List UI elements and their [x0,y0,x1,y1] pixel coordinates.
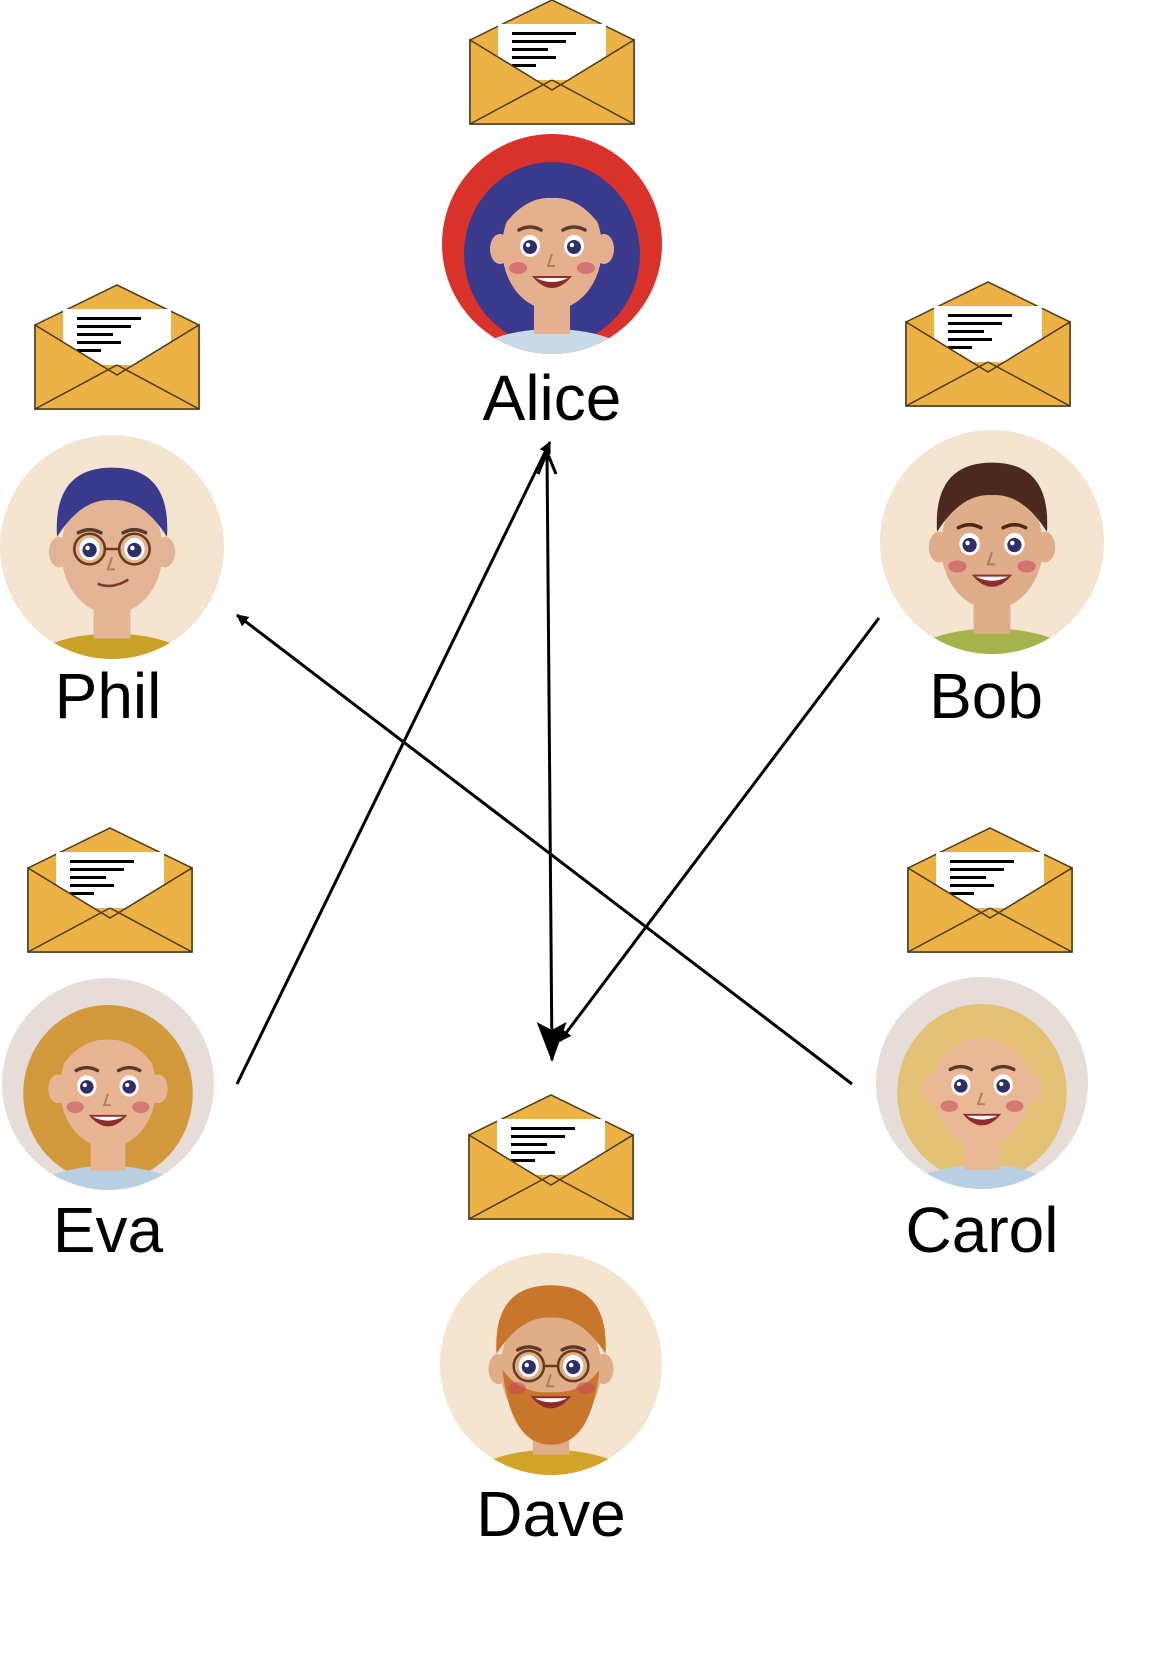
person-node-carol: Carol [876,827,1088,1266]
person-node-bob: Bob [880,281,1104,732]
person-node-eva: Eva [2,827,214,1266]
open-envelope-icon [34,284,200,410]
arrow-alice-to-dave [536,451,567,1062]
arrow-bob-to-dave [558,617,881,1042]
message-arrows [235,441,881,1086]
person-name-alice: Alice [483,362,622,434]
person-node-phil: Phil [0,284,224,732]
person-node-alice: Alice [442,0,662,434]
arrow-carol-to-phil [236,613,853,1086]
person-name-phil: Phil [55,660,162,732]
person-node-dave: Dave [440,1094,662,1550]
person-name-carol: Carol [906,1194,1059,1266]
avatar-eva [2,978,214,1190]
person-name-eva: Eva [53,1194,164,1266]
person-name-bob: Bob [929,660,1043,732]
open-envelope-icon [468,1094,634,1220]
arrow-eva-to-alice [235,441,552,1085]
open-envelope-icon [469,0,635,125]
person-name-dave: Dave [476,1478,625,1550]
open-envelope-icon [27,827,193,953]
open-envelope-icon [907,827,1073,953]
open-envelope-icon [905,281,1071,407]
